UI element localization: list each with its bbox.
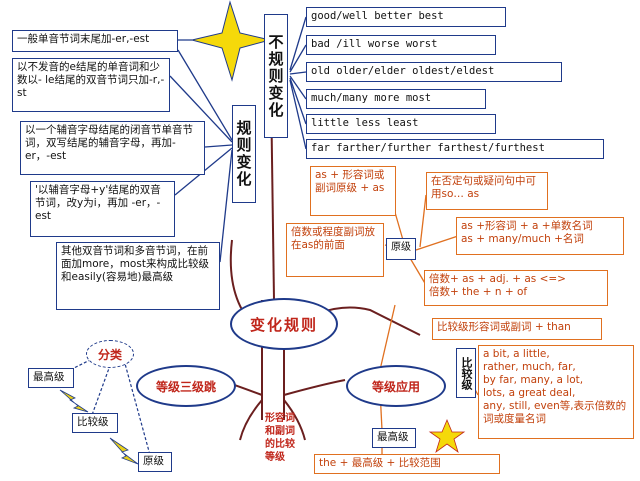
comp-label: 比较级 bbox=[456, 348, 476, 398]
regular-rule-3: 以一个辅音字母结尾的闭音节单音节词，双写结尾的辅音字母，再加-er，-est bbox=[20, 121, 205, 175]
orig-label: 原级 bbox=[386, 238, 416, 260]
sparkle-icon bbox=[428, 418, 466, 454]
irregular-title: 不规则变化 bbox=[264, 14, 288, 138]
branch-right-label: 等级应用 bbox=[371, 379, 420, 394]
orig-degree-adverb: 倍数或程度副词放在as的前面 bbox=[286, 223, 384, 277]
regular-rule-4: '以辅音字母+y'结尾的双音节词，改y为i，再加 -er，-est bbox=[30, 181, 175, 237]
orig-as-rule: as + 形容词或副词原级 + as bbox=[310, 166, 396, 216]
comp-label-text: 比较级 bbox=[460, 356, 473, 390]
irregular-row-1: good/well better best bbox=[306, 7, 506, 27]
regular-rule-1: 一般单音节词末尾加-er,-est bbox=[12, 30, 178, 52]
level-comparative: 比较级 bbox=[72, 413, 118, 433]
regular-title-text: 规则变化 bbox=[234, 120, 253, 188]
comp-modifiers: a bit, a little, rather, much, far, by f… bbox=[478, 345, 634, 439]
levels-title: 分类 bbox=[97, 347, 122, 362]
sup-pattern: the + 最高级 + 比较范围 bbox=[314, 454, 500, 474]
irregular-row-3: old older/elder oldest/eldest bbox=[306, 62, 562, 82]
orig-negation: 在否定句或疑问句中可用so… as bbox=[426, 172, 548, 210]
center-title: 变化规则 bbox=[249, 315, 318, 334]
branch-left-node: 等级三级跳 bbox=[136, 365, 236, 407]
irregular-row-2: bad /ill worse worst bbox=[306, 35, 496, 55]
irregular-row-4: much/many more most bbox=[306, 89, 486, 109]
irregular-title-text: 不规则变化 bbox=[266, 33, 285, 119]
branch-right-node: 等级应用 bbox=[346, 365, 446, 407]
sup-label: 最高级 bbox=[372, 428, 416, 448]
orig-patterns: as +形容词 + a +单数名词 as + many/much +名词 bbox=[456, 217, 624, 255]
regular-rule-2: 以不发音的e结尾的单音词和少数以- le结尾的双音节词只加-r,-st bbox=[12, 58, 170, 112]
level-original: 原级 bbox=[138, 452, 172, 472]
center-node: 变化规则 bbox=[230, 298, 338, 350]
regular-title: 规则变化 bbox=[232, 105, 256, 203]
comp-header: 比较级形容词或副词 + than bbox=[432, 318, 602, 340]
branch-left-label: 等级三级跳 bbox=[155, 379, 216, 394]
stem-label: 形容词和副词的比较等级 bbox=[265, 413, 295, 463]
lightning-icon-1 bbox=[59, 389, 89, 413]
regular-rule-5: 其他双音节词和多音节词，在前面加more，most来构成比较级和easily(容… bbox=[56, 242, 220, 310]
level-highest: 最高级 bbox=[28, 368, 74, 388]
star-icon bbox=[191, 0, 271, 82]
orig-multiples: 倍数+ as + adj. + as <=> 倍数+ the + n + of bbox=[424, 270, 608, 306]
irregular-row-5: little less least bbox=[306, 114, 496, 134]
irregular-row-6: far farther/further farthest/furthest bbox=[306, 139, 604, 159]
levels-node: 分类 bbox=[86, 340, 134, 368]
lightning-icon-2 bbox=[109, 437, 139, 465]
